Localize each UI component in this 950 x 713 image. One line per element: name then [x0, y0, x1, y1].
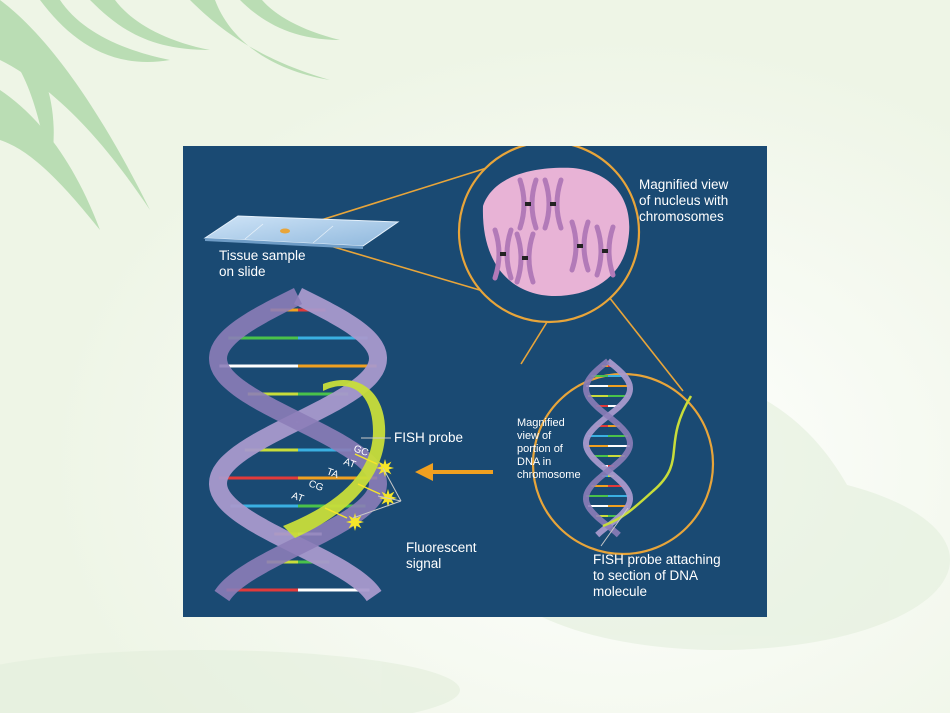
- label-fish-probe: FISH probe: [394, 430, 464, 445]
- dna-strand: [582, 358, 634, 538]
- base-pair-label: CG: [307, 478, 325, 494]
- process-arrow: [415, 463, 493, 481]
- chromosome-group: [492, 177, 616, 285]
- chromosome: [514, 231, 536, 285]
- label-tissue-sample: Tissue sample on slide: [219, 248, 306, 279]
- base-pair-label: AT: [290, 490, 305, 504]
- chromosome: [492, 227, 514, 281]
- chromosome: [517, 177, 539, 231]
- chromosome: [594, 224, 616, 278]
- fluorescent-signal-icon: [354, 453, 394, 477]
- tissue-slide: [203, 215, 400, 249]
- pointer-lines: [352, 437, 629, 547]
- dna-strand: [582, 358, 634, 538]
- label-fluorescent-signal: Fluorescent signal: [406, 540, 477, 571]
- leaf-decoration-icon: [0, 0, 340, 230]
- chromosome: [569, 219, 591, 273]
- label-magnified-dna: Magnified view of portion of DNA in chro…: [517, 417, 581, 481]
- label-magnified-nucleus: Magnified view of nucleus with chromosom…: [639, 177, 729, 224]
- base-pair-label: AT: [342, 456, 357, 470]
- fish-probe-ribbon: [283, 380, 386, 538]
- base-pair-label: TA: [325, 466, 340, 481]
- fluorescent-signal-icon: [324, 507, 364, 531]
- chromosome: [542, 177, 564, 231]
- dna-strand: [208, 287, 388, 602]
- small-dna-helix: [582, 358, 634, 538]
- label-fish-probe-attaching: FISH probe attaching to section of DNA m…: [593, 552, 721, 599]
